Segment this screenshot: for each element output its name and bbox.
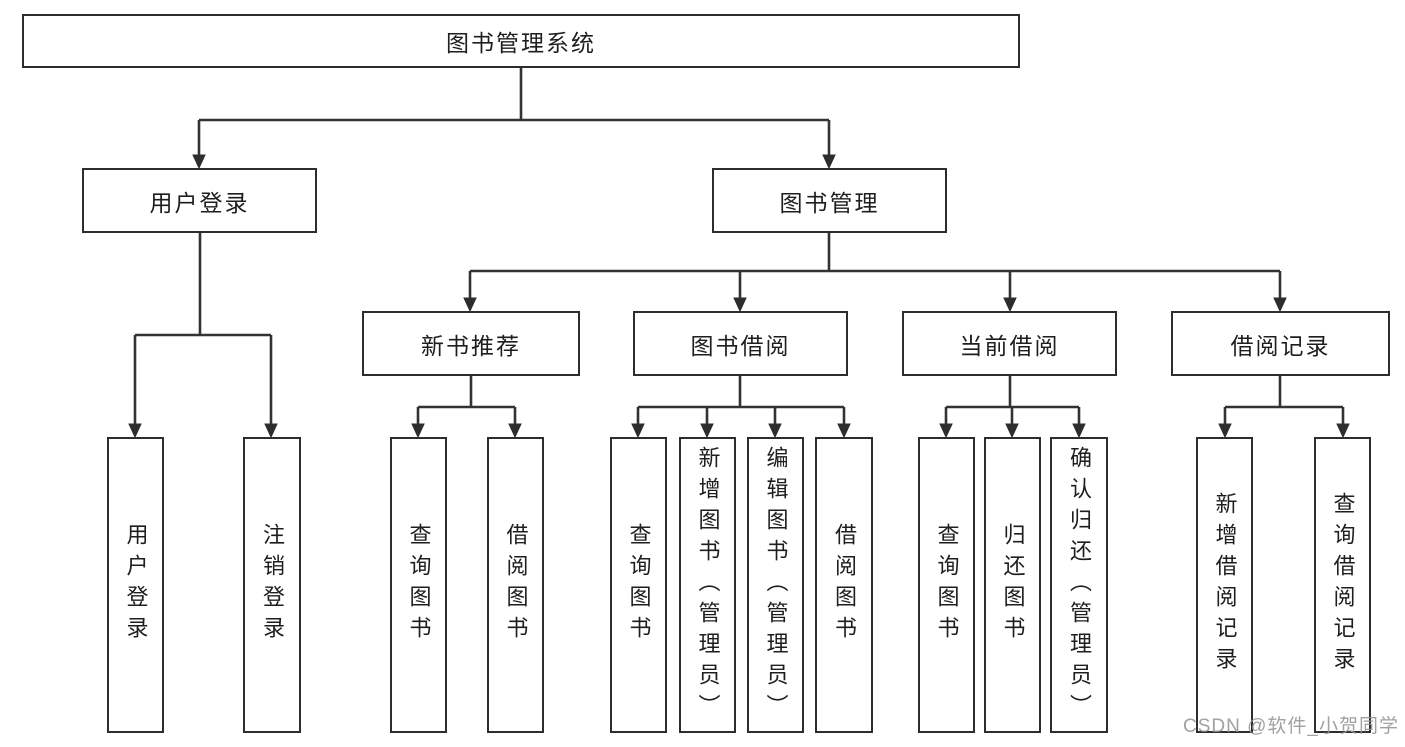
arrowhead-cb-query — [939, 423, 953, 439]
node-label: 注销登录 — [260, 523, 285, 647]
leaf-nb-borrow-books: 借阅图书 — [487, 437, 544, 733]
arrowhead-user-login — [192, 154, 206, 170]
node-label: 新增图书（管理员） — [695, 445, 721, 725]
arrowhead-br-add — [1218, 423, 1232, 439]
node-label: 查询借阅记录 — [1330, 492, 1356, 678]
arrowhead-nb-query — [411, 423, 425, 439]
node-borrowing-records: 借阅记录 — [1171, 311, 1390, 376]
leaf-user-login: 用户登录 — [107, 437, 164, 733]
connector-user-login-to-leaves — [133, 233, 273, 425]
leaf-cb-query-books: 查询图书 — [918, 437, 975, 733]
arrowhead-current-borrow — [1003, 297, 1017, 313]
node-label: 编辑图书（管理员） — [763, 445, 789, 725]
connector-book-mgmt-to-level3 — [468, 233, 1282, 299]
node-user-login: 用户登录 — [82, 168, 317, 233]
node-label: 图书管理系统 — [446, 30, 596, 56]
node-library-system-root: 图书管理系统 — [22, 14, 1020, 68]
node-book-management: 图书管理 — [712, 168, 947, 233]
leaf-br-add-record: 新增借阅记录 — [1196, 437, 1253, 733]
csdn-watermark: CSDN @软件_小贺同学 — [1183, 716, 1399, 737]
node-label: 当前借阅 — [959, 332, 1060, 359]
arrowhead-book-borrow — [733, 297, 747, 313]
arrowhead-borrow-records — [1273, 297, 1287, 313]
leaf-bb-edit-books-admin: 编辑图书（管理员） — [747, 437, 804, 733]
connector-borrow-records-to-leaves — [1223, 376, 1345, 425]
node-current-borrowing: 当前借阅 — [902, 311, 1117, 376]
node-label: 查询图书 — [406, 523, 432, 647]
node-label: 查询图书 — [626, 523, 652, 647]
node-book-borrowing: 图书借阅 — [633, 311, 848, 376]
node-label: 借阅图书 — [503, 523, 529, 647]
connector-root-to-level2 — [197, 68, 831, 156]
node-label: 新增借阅记录 — [1212, 492, 1238, 678]
leaf-bb-add-books-admin: 新增图书（管理员） — [679, 437, 736, 733]
leaf-logout: 注销登录 — [243, 437, 301, 733]
leaf-bb-borrow-books: 借阅图书 — [815, 437, 873, 733]
leaf-br-query-record: 查询借阅记录 — [1314, 437, 1371, 733]
arrowhead-ul-logout — [264, 423, 278, 439]
arrowhead-ul-login — [128, 423, 142, 439]
connector-new-books-to-leaves — [416, 376, 517, 425]
arrowhead-bb-query — [631, 423, 645, 439]
arrowhead-bb-edit — [768, 423, 782, 439]
node-label: 图书借阅 — [690, 332, 791, 359]
node-label: 新书推荐 — [421, 332, 521, 359]
node-label: 图书管理 — [779, 189, 880, 216]
arrowhead-cb-confirm — [1072, 423, 1086, 439]
node-label: 用户登录 — [123, 523, 149, 647]
node-label: 归还图书 — [1000, 523, 1026, 647]
arrowhead-new-books — [463, 297, 477, 313]
leaf-bb-query-books: 查询图书 — [610, 437, 667, 733]
arrowhead-bb-borrow — [837, 423, 851, 439]
node-label: 借阅记录 — [1230, 332, 1331, 359]
arrowhead-book-mgmt — [822, 154, 836, 170]
arrowhead-bb-add — [700, 423, 714, 439]
node-new-book-recommend: 新书推荐 — [362, 311, 580, 376]
leaf-cb-return-books: 归还图书 — [984, 437, 1041, 733]
arrowhead-nb-borrow — [508, 423, 522, 439]
leaf-cb-confirm-return-admin: 确认归还（管理员） — [1050, 437, 1108, 733]
node-label: 查询图书 — [934, 523, 960, 647]
node-label: 确认归还（管理员） — [1067, 445, 1092, 725]
connector-book-borrow-to-leaves — [636, 376, 846, 425]
node-label: 借阅图书 — [832, 523, 857, 647]
arrowhead-cb-return — [1005, 423, 1019, 439]
leaf-nb-query-books: 查询图书 — [390, 437, 447, 733]
node-label: 用户登录 — [149, 189, 250, 216]
arrowhead-br-query — [1336, 423, 1350, 439]
connector-current-borrow-to-leaves — [944, 376, 1081, 425]
